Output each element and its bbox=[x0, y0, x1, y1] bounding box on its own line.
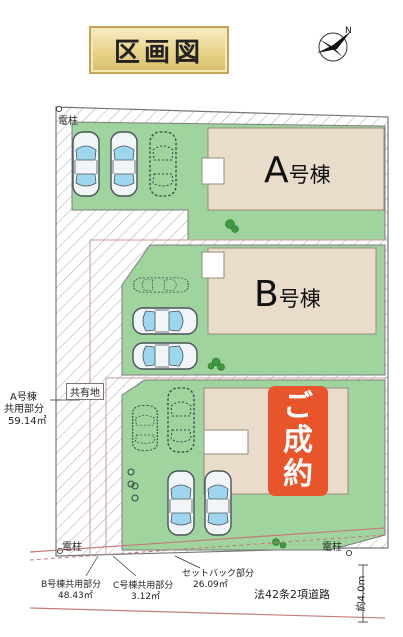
c-common-label-2: 3.12㎡ bbox=[131, 592, 161, 602]
car-icon bbox=[72, 131, 100, 197]
car-icon bbox=[132, 342, 198, 370]
road-label: 法42条2項道路 bbox=[254, 588, 330, 601]
c-common-label-1: C号棟共用部分 bbox=[113, 581, 174, 591]
utility-pole-icon bbox=[345, 549, 353, 557]
road-line-upper bbox=[29, 527, 386, 553]
svg-text:N: N bbox=[345, 26, 352, 36]
building-a-label: A号棟 bbox=[264, 150, 331, 191]
car-icon bbox=[132, 307, 198, 335]
building-b bbox=[201, 247, 377, 335]
utility-pole-icon bbox=[55, 105, 63, 113]
utility-pole-label-bottom-right: 電柱 bbox=[322, 542, 342, 553]
utility-pole-label-bottom-left: 電柱 bbox=[62, 542, 82, 553]
car-icon bbox=[110, 131, 138, 197]
lot-line-a-b bbox=[89, 239, 388, 555]
lot-line-b-c bbox=[105, 377, 388, 555]
road-width-label: 約4.0m bbox=[356, 575, 368, 612]
car-icon bbox=[167, 470, 195, 536]
compass-icon: N bbox=[317, 26, 352, 62]
sold-badge: ご 成 約 bbox=[268, 386, 328, 496]
tree-icon bbox=[207, 219, 287, 549]
road-line-lower bbox=[29, 607, 386, 619]
setback-label-2: 26.09㎡ bbox=[193, 580, 228, 590]
car-icon bbox=[204, 470, 232, 536]
b-common-label-1: B号棟共用部分 bbox=[41, 580, 102, 590]
setback-label-1: セットバック部分 bbox=[182, 569, 255, 579]
building-b-label: B号棟 bbox=[254, 274, 321, 315]
page-title: 区画図 bbox=[89, 26, 229, 74]
b-common-label-2: 48.43㎡ bbox=[58, 591, 93, 601]
building-a bbox=[201, 127, 385, 211]
setback-line bbox=[29, 534, 386, 561]
bicycle-icon bbox=[127, 468, 139, 502]
utility-pole-label-top: 電柱 bbox=[58, 116, 78, 127]
page-title-text: 区画図 bbox=[113, 37, 204, 68]
leader-lines bbox=[50, 399, 201, 577]
a-common-label-2: 共用部分 bbox=[4, 404, 44, 415]
a-common-label-3: 59.14㎡ bbox=[8, 416, 47, 427]
common-land-label: 共有地 bbox=[66, 383, 104, 400]
a-common-label-1: A号棟 bbox=[10, 392, 37, 403]
